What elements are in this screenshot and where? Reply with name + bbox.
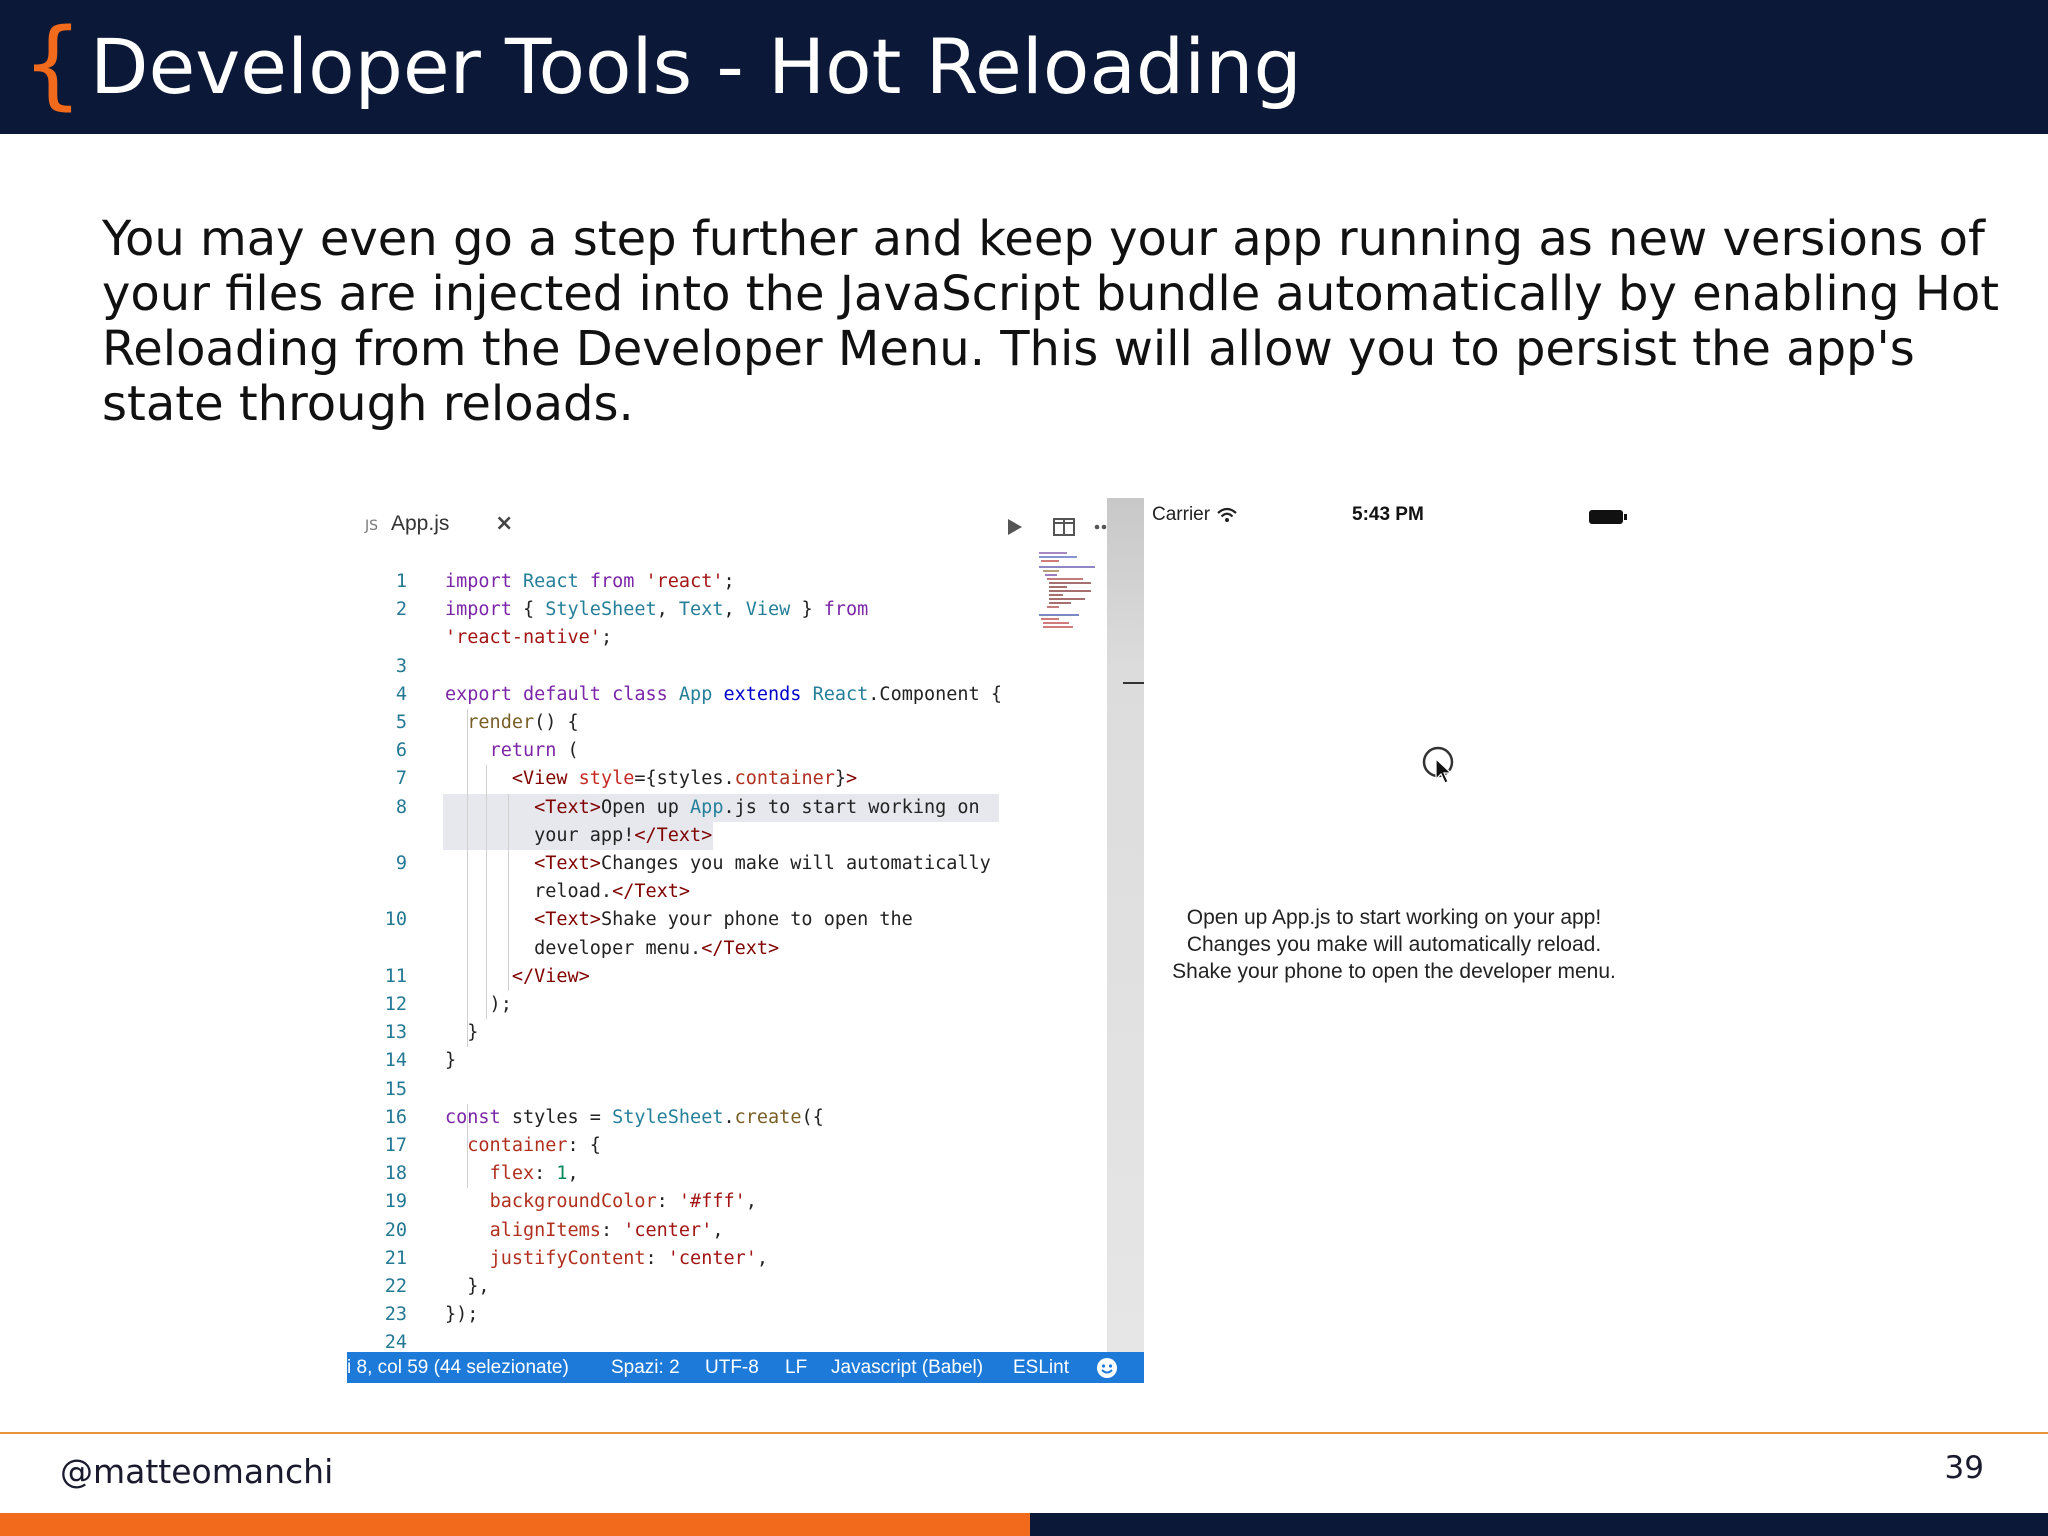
indent-guide [485, 765, 487, 1020]
line-number: 17 [384, 1135, 407, 1156]
indent-guide [507, 793, 509, 991]
smiley-icon[interactable] [1095, 1356, 1119, 1380]
code-text: export default class App extends React.C… [445, 683, 1002, 705]
code-text: import React from 'react'; [445, 571, 735, 592]
code-text: flex: 1, [489, 1163, 579, 1185]
code-text: alignItems: 'center', [489, 1219, 724, 1241]
code-text: return ( [489, 740, 579, 762]
author-handle: @matteomanchi [60, 1452, 334, 1491]
wifi-icon [1217, 507, 1237, 522]
line-number: 12 [384, 994, 407, 1015]
code-text: backgroundColor: '#fff', [489, 1191, 757, 1213]
tab-app-js[interactable]: App.js [391, 512, 450, 535]
run-icon[interactable] [1001, 514, 1027, 540]
code-text: container: { [467, 1135, 601, 1156]
selection-highlight [443, 821, 713, 850]
status-encoding[interactable]: UTF-8 [705, 1357, 759, 1378]
welcome-line-1: Open up App.js to start working on your … [1186, 906, 1602, 929]
line-number: 18 [384, 1163, 407, 1185]
status-line-ending[interactable]: LF [785, 1357, 808, 1378]
line-number: 6 [395, 740, 407, 762]
page-number: 39 [1944, 1450, 1984, 1486]
code-text: }, [445, 1276, 490, 1297]
line-number: 1 [395, 571, 407, 592]
code-text: <View style={styles.container}> [511, 768, 858, 790]
code-text: }); [445, 1304, 479, 1326]
selection-highlight [443, 793, 999, 822]
footer-bar-navy [1030, 1513, 2048, 1536]
code-text: your app!</Text> [445, 824, 713, 846]
battery-icon [1589, 510, 1627, 524]
indent-guide [467, 1103, 469, 1189]
mouse-pointer-icon [1422, 746, 1454, 784]
footer-bar-orange [0, 1513, 1030, 1536]
scroll-position-marker [1123, 682, 1144, 684]
slide-body-text: You may even go a step further and keep … [102, 211, 2000, 432]
carrier-label: Carrier [1152, 504, 1211, 525]
line-number: 11 [384, 965, 407, 987]
welcome-line-3: Shake your phone to open the developer m… [1172, 960, 1616, 983]
editor-scrollbar[interactable] [1107, 498, 1144, 1352]
editor-tab-bar: JS App.js × [347, 498, 1114, 554]
code-text: <Text>Open up App.js to start working on [534, 796, 980, 818]
code-text: } [445, 1022, 479, 1044]
code-text: justifyContent: 'center', [489, 1247, 769, 1269]
code-text: reload.</Text> [445, 881, 691, 903]
line-number: 15 [384, 1078, 407, 1100]
code-text: <Text>Changes you make will automaticall… [534, 853, 991, 874]
status-time: 5:43 PM [1352, 504, 1424, 525]
js-file-icon: JS [365, 518, 379, 534]
slide-title: Developer Tools - Hot Reloading [90, 22, 1302, 111]
tab-close-button[interactable]: × [495, 511, 514, 536]
code-text: </View> [511, 965, 590, 987]
code-text: const styles = StyleSheet.create({ [445, 1106, 824, 1128]
code-text: 'react-native'; [445, 627, 613, 649]
footer-divider [0, 1432, 2048, 1434]
status-indentation[interactable]: Spazi: 2 [611, 1357, 680, 1378]
line-number: 19 [384, 1191, 407, 1213]
brace-logo: { [22, 8, 84, 120]
line-number: 24 [384, 1332, 407, 1354]
slide-header: { Developer Tools - Hot Reloading [0, 0, 2048, 134]
editor-status-bar: i 8, col 59 (44 selezionate) Spazi: 2 UT… [347, 1352, 1144, 1383]
app-welcome-text: Open up App.js to start working on your … [1144, 904, 1644, 985]
line-number: 16 [384, 1106, 407, 1128]
line-number: 13 [384, 1022, 407, 1044]
status-cursor-position[interactable]: i 8, col 59 (44 selezionate) [347, 1357, 569, 1378]
split-editor-icon[interactable] [1051, 514, 1077, 540]
line-number: 23 [384, 1304, 407, 1326]
line-number: 14 [384, 1050, 407, 1072]
welcome-line-2: Changes you make will automatically relo… [1186, 933, 1602, 956]
ios-simulator-screen: Carrier 5:43 PM Open up App.js to start … [1144, 498, 1645, 1385]
line-number: 9 [395, 853, 407, 874]
line-number: 7 [395, 768, 407, 790]
indent-guide [467, 737, 469, 1020]
status-language-mode[interactable]: Javascript (Babel) [831, 1357, 984, 1378]
line-number: 4 [395, 683, 407, 705]
line-number: 22 [384, 1276, 407, 1297]
code-text: render() { [467, 712, 579, 733]
line-number: 5 [395, 712, 407, 733]
code-text: <Text>Shake your phone to open the [534, 909, 913, 931]
code-text: } [445, 1050, 457, 1072]
minimap[interactable] [1037, 550, 1107, 630]
line-number: 2 [395, 599, 407, 621]
code-text: developer menu.</Text> [445, 937, 780, 959]
line-number: 21 [384, 1247, 407, 1269]
line-number: 8 [395, 796, 407, 818]
code-text: import { StyleSheet, Text, View } from [445, 599, 869, 621]
line-number: 20 [384, 1219, 407, 1241]
status-eslint[interactable]: ESLint [1013, 1357, 1069, 1378]
code-text: ); [445, 994, 512, 1015]
line-number: 3 [395, 655, 407, 677]
screenshot-group: JS App.js × 1 import React from 'react'; 2… [347, 498, 1645, 1385]
code-editor: JS App.js × 1 import React from 'react'; 2… [347, 498, 1144, 1385]
line-number: 10 [384, 909, 407, 931]
